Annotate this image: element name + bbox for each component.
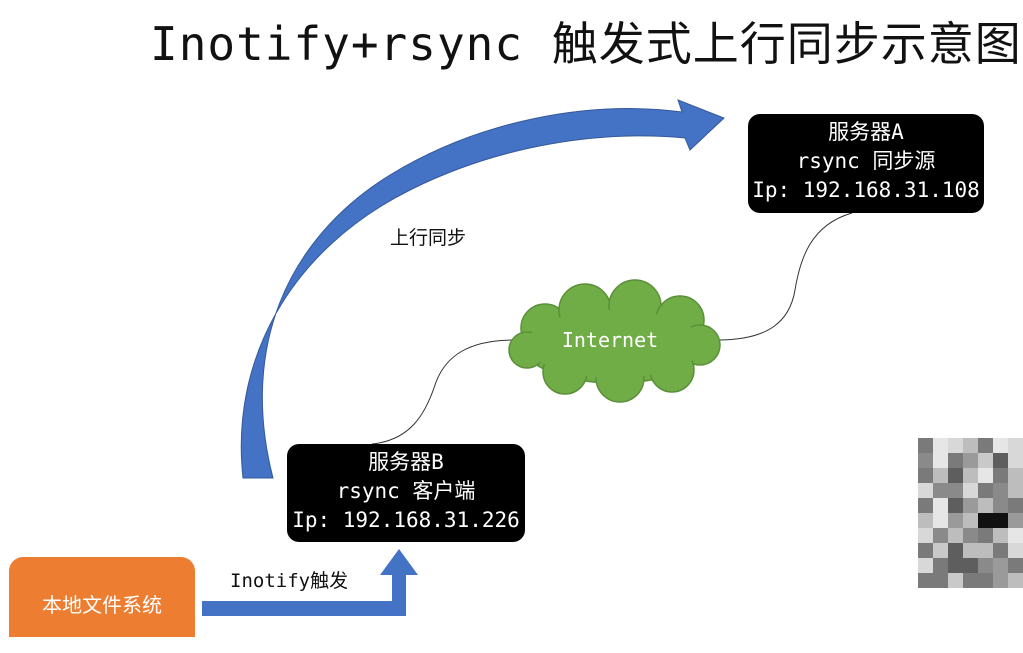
server-a-ip: Ip: 192.168.31.108 (752, 178, 980, 202)
server-a-role: rsync 同步源 (796, 149, 936, 173)
server-b-box: 服务器B rsync 客户端 Ip: 192.168.31.226 (287, 444, 525, 542)
local-filesystem-box: 本地文件系统 (9, 557, 195, 637)
connection-line-b (371, 339, 515, 445)
server-b-role: rsync 客户端 (336, 479, 476, 503)
inotify-trigger-label: Inotify触发 (230, 570, 349, 592)
server-b-ip: Ip: 192.168.31.226 (292, 508, 520, 532)
server-a-name: 服务器A (828, 120, 904, 144)
server-a-box: 服务器A rsync 同步源 Ip: 192.168.31.108 (748, 114, 984, 213)
connection-line-a (717, 212, 853, 341)
internet-label: Internet (561, 328, 659, 352)
local-filesystem-label: 本地文件系统 (42, 593, 162, 617)
diagram-canvas (202, 99, 853, 616)
page-title: Inotify+rsync 触发式上行同步示意图 (150, 17, 1022, 71)
upload-sync-label: 上行同步 (390, 227, 467, 249)
qr-code-mosaic (918, 438, 1023, 593)
server-b-name: 服务器B (368, 450, 444, 474)
trigger-arrow (202, 549, 418, 616)
upload-arrow (240, 99, 725, 479)
